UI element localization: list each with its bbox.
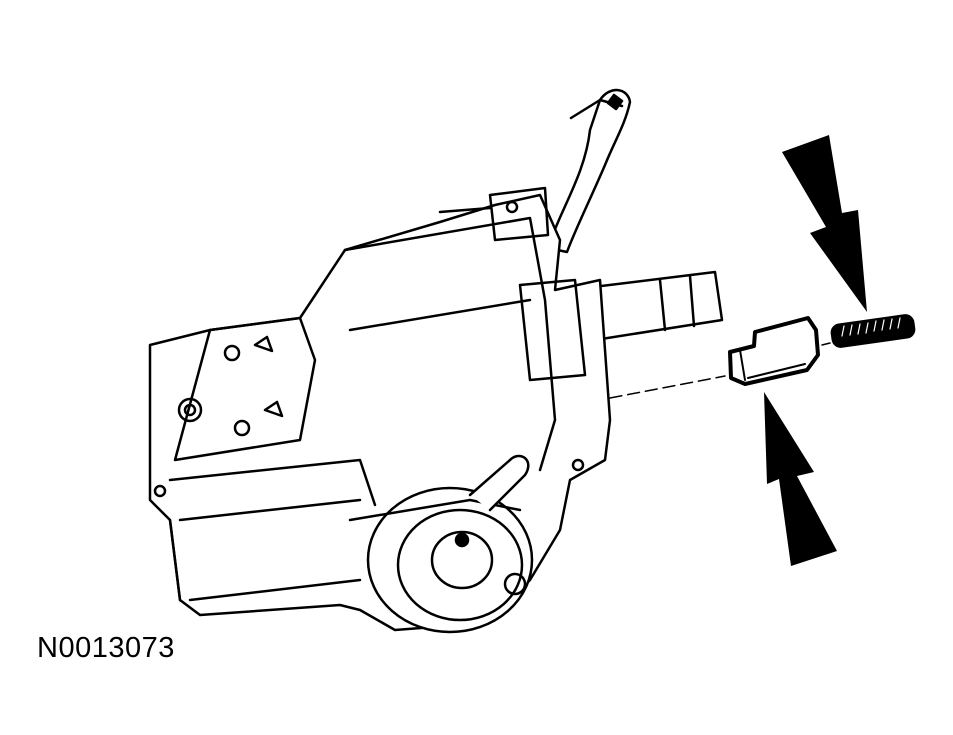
- callout-arrow-up: [764, 392, 837, 566]
- spring: [830, 314, 916, 348]
- steering-shaft: [583, 270, 724, 342]
- figure-id-label: N0013073: [37, 632, 175, 664]
- lock-cylinder: [348, 454, 534, 634]
- alignment-line: [609, 375, 726, 399]
- retaining-clip: [728, 316, 820, 386]
- alignment-line-2: [821, 342, 831, 346]
- bracket-bolts: [153, 200, 585, 498]
- callout-arrow-down: [782, 135, 867, 312]
- lever-stalk: [546, 88, 632, 254]
